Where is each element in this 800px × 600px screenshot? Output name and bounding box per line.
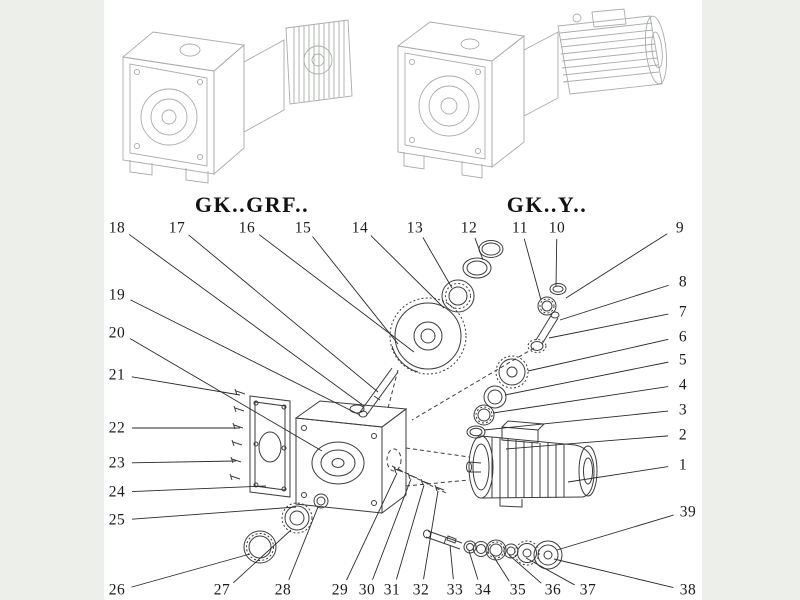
callout-15: 15 <box>294 219 312 237</box>
callout-24: 24 <box>108 483 126 501</box>
callout-5: 5 <box>678 351 688 369</box>
large-gear <box>389 297 467 375</box>
callout-28: 28 <box>274 581 292 599</box>
variant-title-gk-y: GK..Y.. <box>506 192 588 217</box>
drawing-gk-grf <box>121 19 353 184</box>
callout-31: 31 <box>383 581 401 599</box>
drawing-gk-y <box>396 8 668 179</box>
callout-22: 22 <box>108 419 126 437</box>
callout-4: 4 <box>678 376 688 394</box>
callout-26: 26 <box>108 581 126 599</box>
electric-motor <box>405 420 598 508</box>
leader-lines <box>128 233 674 588</box>
gear-housing <box>294 400 408 514</box>
right-margin <box>702 0 800 600</box>
callout-19: 19 <box>108 286 126 304</box>
callout-30: 30 <box>358 581 376 599</box>
callout-6: 6 <box>678 328 688 346</box>
callout-2: 2 <box>678 426 688 444</box>
output-shaft <box>358 367 399 418</box>
mounting-flange <box>249 395 291 498</box>
input-shaft-parts <box>423 529 563 570</box>
lower-left-parts <box>243 493 329 564</box>
callout-21: 21 <box>108 366 126 384</box>
callout-38: 38 <box>679 581 697 599</box>
callout-36: 36 <box>544 581 562 599</box>
callout-23: 23 <box>108 454 126 472</box>
input-pinion-parts <box>411 283 567 439</box>
callout-17: 17 <box>168 219 186 237</box>
callout-1: 1 <box>678 456 688 474</box>
motor-bolts <box>391 465 449 495</box>
callout-18: 18 <box>108 219 126 237</box>
callout-37: 37 <box>579 581 597 599</box>
output-rings <box>462 240 504 279</box>
flange-screws <box>229 388 246 481</box>
callout-8: 8 <box>678 273 688 291</box>
output-bearing <box>441 279 475 313</box>
callout-13: 13 <box>406 219 424 237</box>
callout-9: 9 <box>675 219 685 237</box>
callout-32: 32 <box>412 581 430 599</box>
callout-39: 39 <box>679 503 697 521</box>
left-margin <box>0 0 104 600</box>
callout-29: 29 <box>331 581 349 599</box>
callout-14: 14 <box>351 219 369 237</box>
exploded-assembly <box>229 240 598 570</box>
callout-7: 7 <box>678 303 688 321</box>
callout-3: 3 <box>678 401 688 419</box>
callout-35: 35 <box>509 581 527 599</box>
callout-20: 20 <box>108 324 126 342</box>
callout-16: 16 <box>238 219 256 237</box>
callout-12: 12 <box>460 219 478 237</box>
callout-34: 34 <box>474 581 492 599</box>
callout-33: 33 <box>446 581 464 599</box>
callout-10: 10 <box>548 219 566 237</box>
callout-25: 25 <box>108 511 126 529</box>
variant-title-gk-grf: GK..GRF.. <box>194 192 310 217</box>
callout-27: 27 <box>213 581 231 599</box>
callout-11: 11 <box>512 219 528 237</box>
